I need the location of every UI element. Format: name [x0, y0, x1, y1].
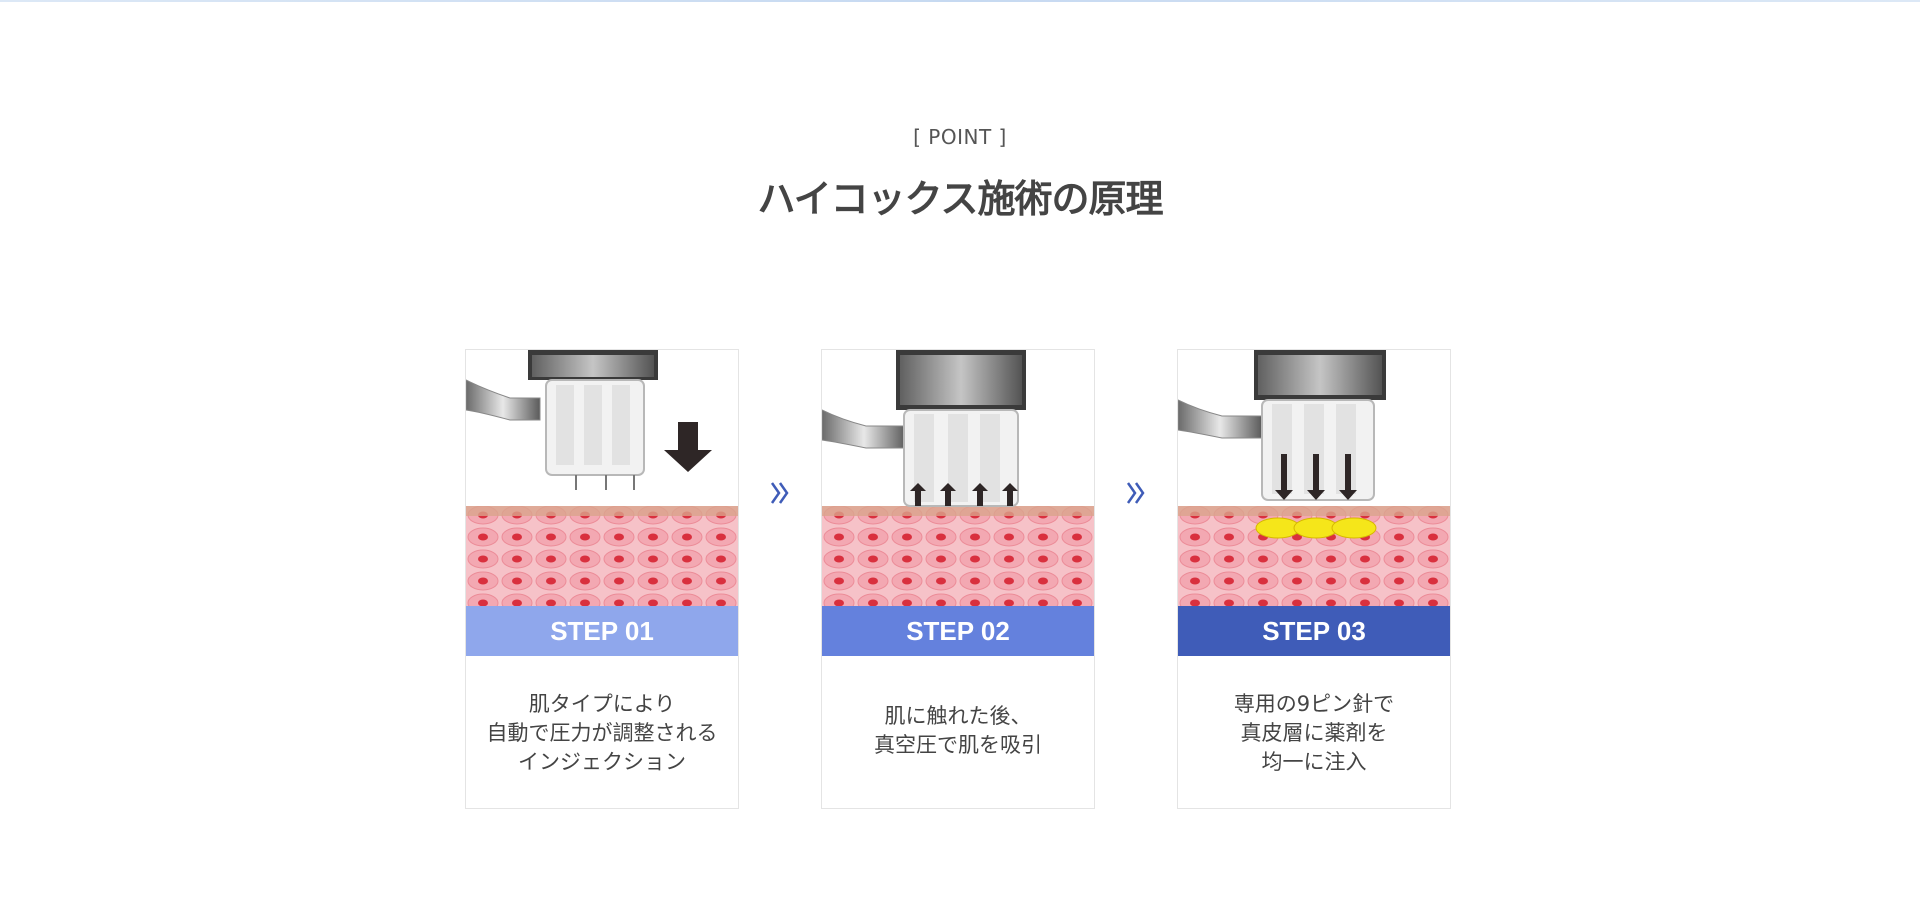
step-2-desc-line: 肌に触れた後、	[884, 704, 1032, 728]
step-3-description: 専用の9ピン針で 真皮層に薬剤を 均一に注入	[1178, 656, 1450, 777]
step-card-2: STEP 02 肌に触れた後、 真空圧で肌を吸引	[821, 349, 1095, 809]
step-1-illustration	[466, 350, 738, 606]
step-2-desc-line: 真空圧で肌を吸引	[874, 733, 1042, 757]
step-2-illustration	[822, 350, 1094, 606]
step-1-desc-line: 肌タイプにより	[528, 692, 676, 716]
step-separator-2	[1095, 349, 1177, 809]
step-3-desc-line: 専用の9ピン針で	[1233, 692, 1395, 716]
step-separator-1	[739, 349, 821, 809]
double-chevron-right-icon	[770, 482, 789, 504]
step-1-label: STEP 01	[466, 606, 738, 656]
section-title: ハイコックス施術の原理	[757, 177, 1163, 221]
step-3-illustration	[1178, 350, 1450, 606]
step-3-label: STEP 03	[1178, 606, 1450, 656]
step-1-desc-line: 自動で圧力が調整される	[486, 721, 718, 745]
step-2-label: STEP 02	[822, 606, 1094, 656]
section-kicker: [ POINT ]	[913, 125, 1007, 149]
step-card-3: STEP 03 専用の9ピン針で 真皮層に薬剤を 均一に注入	[1177, 349, 1451, 809]
steps-row: STEP 01 肌タイプにより 自動で圧力が調整される インジェクション	[465, 349, 1451, 809]
step-card-1: STEP 01 肌タイプにより 自動で圧力が調整される インジェクション	[465, 349, 739, 809]
step-1-description: 肌タイプにより 自動で圧力が調整される インジェクション	[466, 656, 738, 777]
step-2-description: 肌に触れた後、 真空圧で肌を吸引	[822, 656, 1094, 760]
step-3-desc-line: 真皮層に薬剤を	[1240, 721, 1388, 745]
step-3-desc-line: 均一に注入	[1261, 750, 1367, 774]
step-1-desc-line: インジェクション	[518, 750, 686, 774]
top-accent-line	[0, 0, 1920, 2]
double-chevron-right-icon	[1126, 482, 1145, 504]
